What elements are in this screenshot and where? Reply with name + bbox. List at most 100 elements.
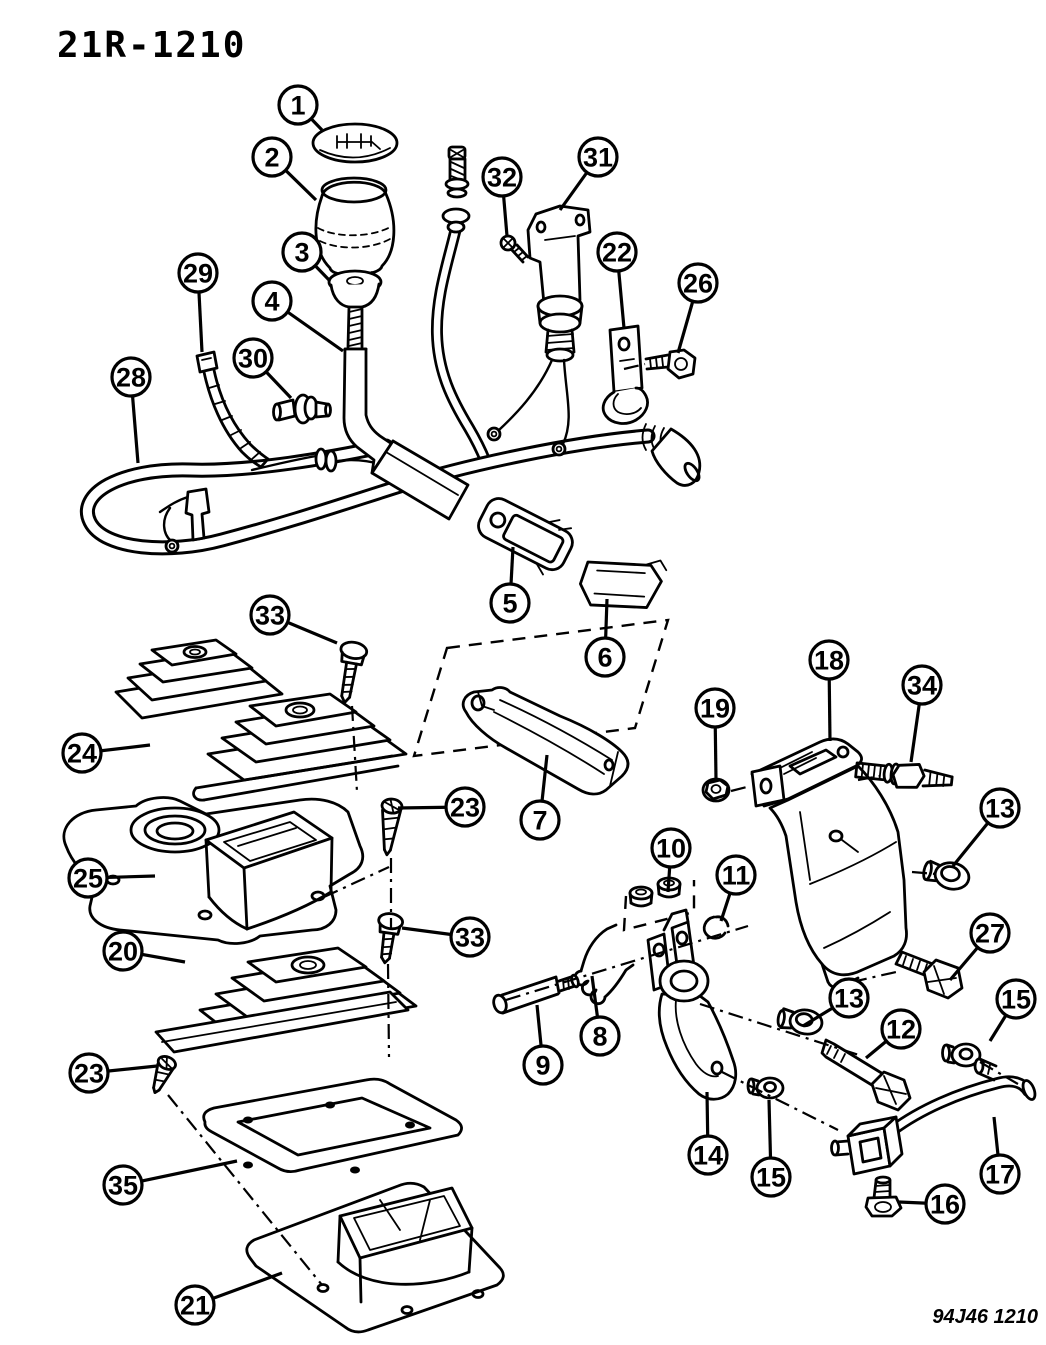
callout-35: 35 bbox=[102, 1159, 238, 1206]
callout-layer: 1234293028323122265633242325718193413101… bbox=[61, 84, 1037, 1326]
callout-number: 26 bbox=[683, 269, 713, 299]
callout-balloon bbox=[828, 977, 870, 1019]
callout-number: 30 bbox=[238, 344, 268, 374]
part-bolt-16 bbox=[864, 1175, 903, 1218]
callout-number: 25 bbox=[73, 864, 103, 894]
callout-balloon bbox=[251, 280, 293, 322]
callout-balloon bbox=[249, 594, 291, 636]
callout-13: 13 bbox=[802, 977, 870, 1028]
callout-number: 22 bbox=[602, 238, 632, 268]
alignment-box-lever bbox=[412, 618, 670, 758]
part-retainer-6 bbox=[579, 559, 668, 609]
alignment-lines bbox=[167, 362, 1019, 1286]
part-cable-harness-28 bbox=[80, 423, 702, 556]
callout-number: 4 bbox=[264, 287, 279, 317]
callout-balloon bbox=[277, 84, 319, 126]
upper-cable bbox=[430, 145, 491, 466]
callout-33: 33 bbox=[401, 916, 491, 958]
callout-25: 25 bbox=[67, 857, 156, 899]
callout-number: 8 bbox=[592, 1022, 607, 1052]
part-bracket-18 bbox=[750, 737, 908, 989]
diagram-code: 21R-1210 bbox=[57, 25, 246, 66]
callout-number: 23 bbox=[74, 1059, 104, 1089]
callout-18: 18 bbox=[808, 639, 850, 742]
part-washer-15a bbox=[941, 1042, 982, 1068]
part-grommet-13a bbox=[922, 859, 971, 891]
callout-balloon bbox=[449, 916, 491, 958]
part-stud-34 bbox=[854, 761, 954, 789]
callout-balloon bbox=[924, 1183, 966, 1225]
part-switch-assembly-31 bbox=[486, 204, 592, 457]
callout-number: 1 bbox=[290, 91, 305, 121]
callout-number: 29 bbox=[183, 259, 213, 289]
callout-23: 23 bbox=[397, 786, 486, 828]
callout-12: 12 bbox=[864, 1008, 922, 1060]
callout-number: 33 bbox=[455, 923, 485, 953]
callout-number: 32 bbox=[487, 163, 517, 193]
callout-32: 32 bbox=[481, 156, 523, 237]
callout-number: 20 bbox=[108, 937, 138, 967]
callout-balloon bbox=[901, 664, 943, 706]
callout-number: 6 bbox=[597, 643, 612, 673]
callout-number: 9 bbox=[535, 1051, 550, 1081]
callout-number: 17 bbox=[985, 1160, 1015, 1190]
callout-number: 15 bbox=[756, 1163, 786, 1193]
part-screw-23a bbox=[380, 797, 404, 857]
callout-27: 27 bbox=[948, 912, 1011, 982]
callout-balloon bbox=[481, 156, 523, 198]
part-screw-33a bbox=[339, 640, 369, 704]
callout-balloon bbox=[251, 136, 293, 178]
callout-number: 10 bbox=[656, 834, 686, 864]
callout-number: 5 bbox=[502, 589, 517, 619]
part-boot-single-20 bbox=[154, 946, 418, 1054]
callout-number: 18 bbox=[814, 646, 844, 676]
cable-end-boot bbox=[641, 423, 702, 487]
part-torque-rod-17 bbox=[830, 1057, 1037, 1176]
callout-3: 3 bbox=[281, 231, 332, 283]
part-grommet-13b bbox=[776, 1007, 824, 1036]
callout-balloon bbox=[650, 827, 692, 869]
callout-number: 16 bbox=[930, 1190, 960, 1220]
callout-balloon bbox=[995, 978, 1037, 1020]
callout-balloon bbox=[68, 1052, 110, 1094]
callout-28: 28 bbox=[110, 356, 152, 464]
part-shift-lever-4 bbox=[342, 305, 470, 521]
footer-code: 94J46 1210 bbox=[932, 1306, 1038, 1328]
callout-balloon bbox=[489, 582, 531, 624]
callout-balloon bbox=[694, 687, 736, 729]
callout-balloon bbox=[519, 799, 561, 841]
callout-balloon bbox=[67, 857, 109, 899]
callout-31: 31 bbox=[558, 136, 619, 211]
callout-26: 26 bbox=[676, 262, 719, 354]
part-screw-23b bbox=[152, 1055, 177, 1095]
part-pin-9 bbox=[492, 973, 580, 1015]
callout-number: 12 bbox=[886, 1015, 916, 1045]
part-bolt-27 bbox=[894, 950, 964, 1000]
callout-number: 2 bbox=[264, 143, 279, 173]
part-gasket-35 bbox=[202, 1077, 463, 1174]
callout-number: 33 bbox=[255, 601, 285, 631]
callout-balloon bbox=[584, 636, 626, 678]
callout-number: 34 bbox=[907, 671, 937, 701]
callout-number: 24 bbox=[67, 739, 97, 769]
callout-10: 10 bbox=[650, 827, 692, 893]
callout-balloon bbox=[715, 854, 757, 896]
callout-balloon bbox=[969, 912, 1011, 954]
callout-2: 2 bbox=[251, 136, 318, 202]
callout-balloon bbox=[687, 1134, 729, 1176]
callout-number: 14 bbox=[693, 1141, 723, 1171]
callout-balloon bbox=[174, 1284, 216, 1326]
callout-balloon bbox=[596, 231, 638, 273]
callout-balloon bbox=[110, 356, 152, 398]
callout-balloon bbox=[750, 1156, 792, 1198]
callout-balloon bbox=[579, 1015, 621, 1057]
part-screw-32 bbox=[499, 234, 530, 264]
callout-balloon bbox=[522, 1044, 564, 1086]
callout-balloon bbox=[808, 639, 850, 681]
part-bushings-10 bbox=[622, 876, 696, 932]
part-shift-knob bbox=[314, 176, 396, 277]
callout-number: 3 bbox=[294, 238, 309, 268]
callout-21: 21 bbox=[174, 1271, 283, 1326]
part-cable-clamp-22 bbox=[601, 324, 649, 425]
